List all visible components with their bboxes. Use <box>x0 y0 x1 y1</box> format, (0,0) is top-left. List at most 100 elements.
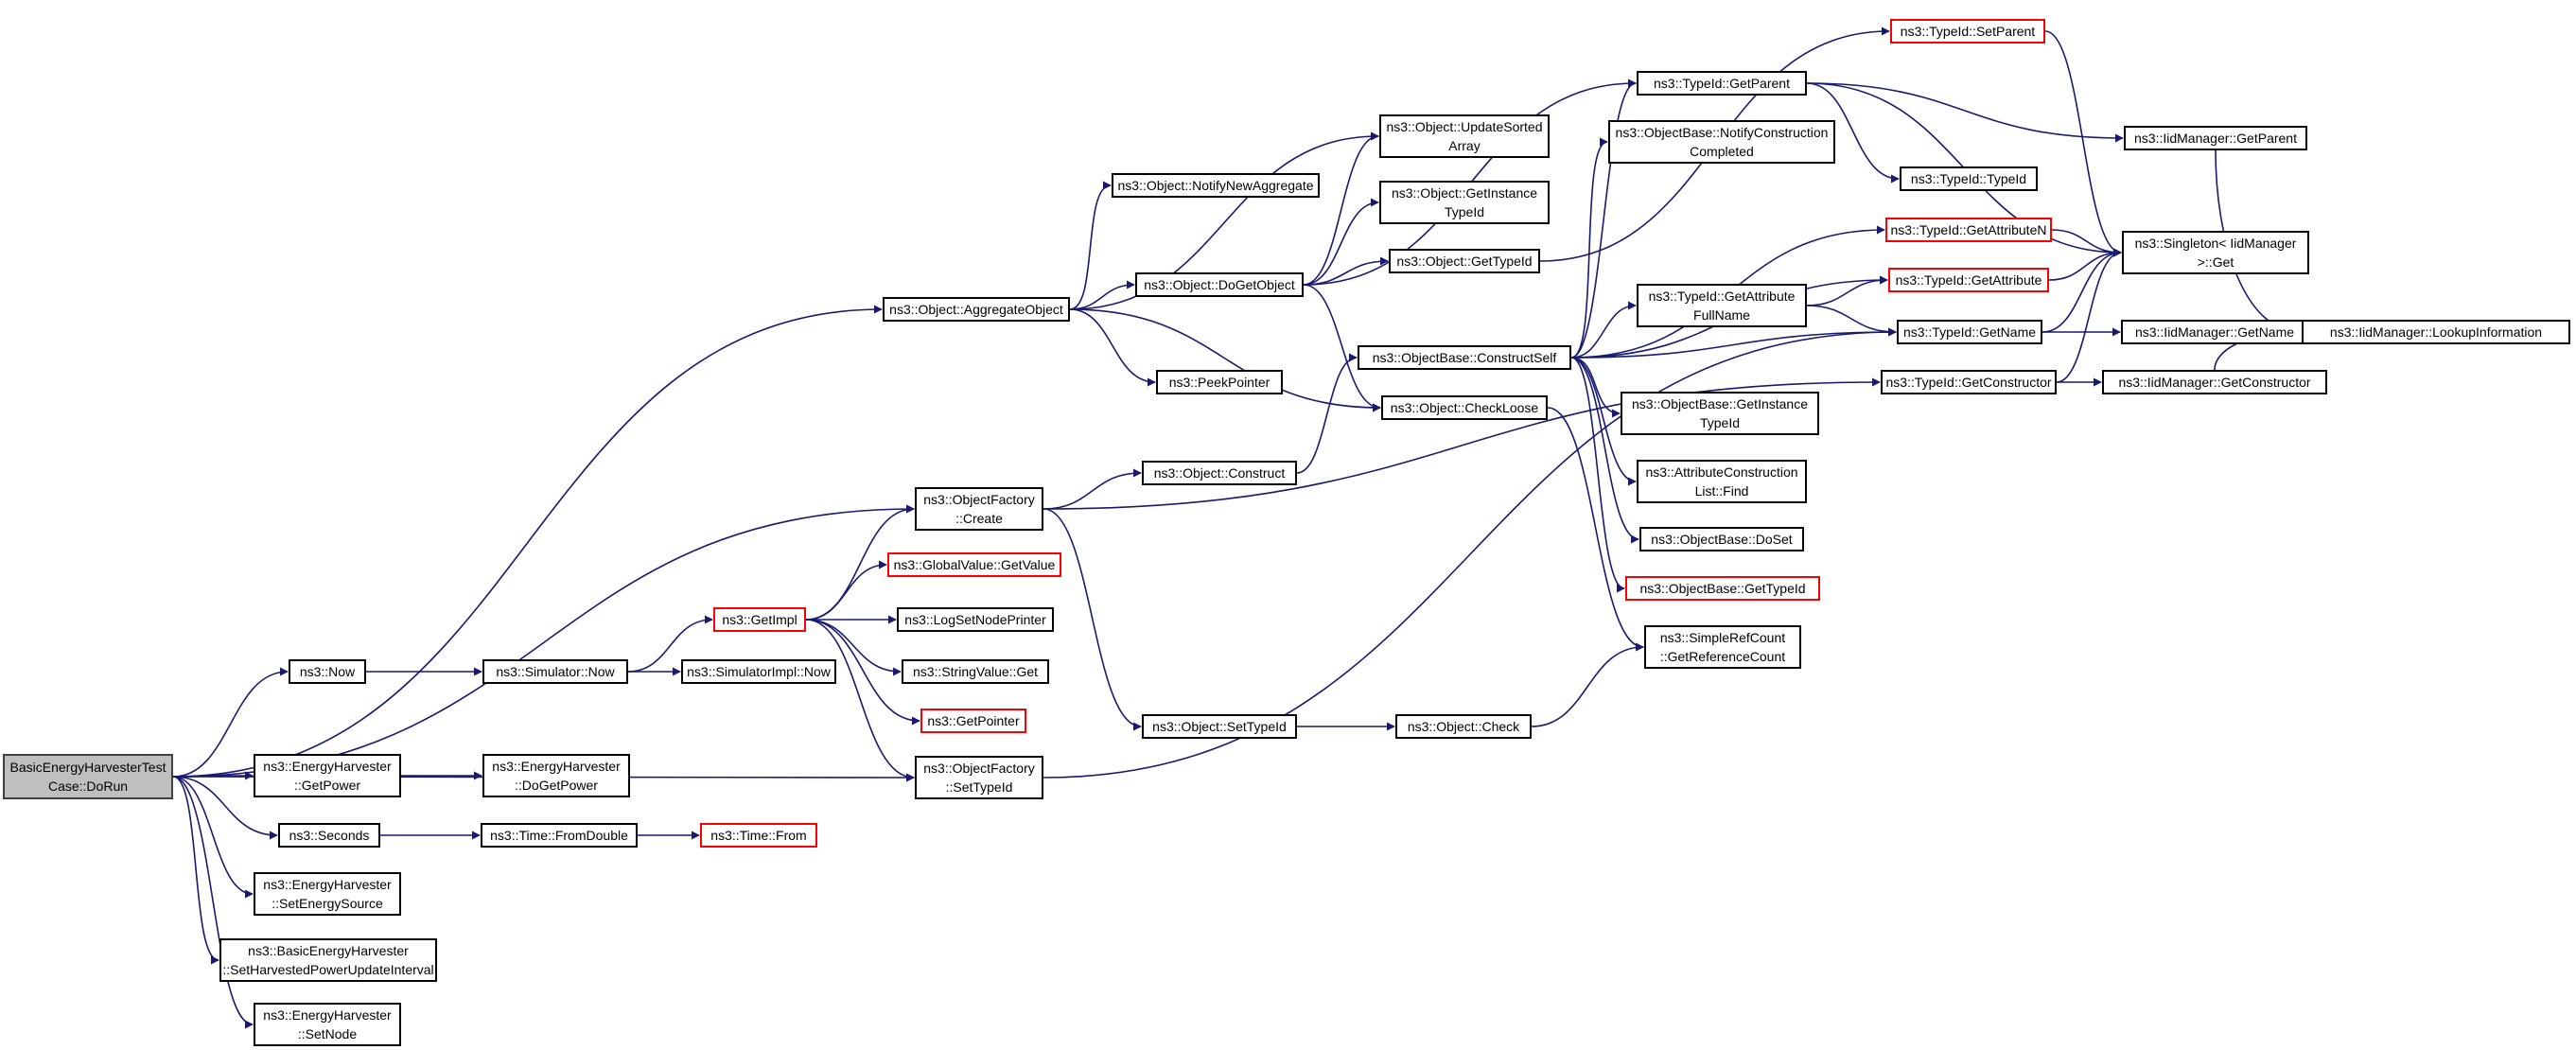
node-label-line: ns3::IidManager::GetConstructor <box>2118 375 2311 390</box>
node-label-line: ns3::IidManager::GetName <box>2134 324 2295 340</box>
call-edge-constructself-to-tid_getparent <box>1570 79 1637 359</box>
node-singleton-get[interactable]: ns3::Singleton< IidManager>::Get <box>2122 231 2309 274</box>
node-label-line: ns3::LogSetNodePrinter <box>904 612 1046 627</box>
node-ob-doset[interactable]: ns3::ObjectBase::DoSet <box>1639 527 1804 551</box>
node-eh-setsource[interactable]: ns3::EnergyHarvester::SetEnergySource <box>254 872 401 916</box>
node-tid-getname[interactable]: ns3::TypeId::GetName <box>1897 320 2042 344</box>
node-label-line: ::DoGetPower <box>515 778 598 793</box>
node-fromdouble[interactable]: ns3::Time::FromDouble <box>481 823 638 848</box>
node-of-settypeid[interactable]: ns3::ObjectFactory::SetTypeId <box>915 756 1043 799</box>
node-label-line: ns3::ObjectFactory <box>923 761 1035 776</box>
node-beh-setinterval[interactable]: ns3::BasicEnergyHarvester::SetHarvestedP… <box>219 938 437 982</box>
node-tid-getparent[interactable]: ns3::TypeId::GetParent <box>1637 71 1807 96</box>
node-eh-setnode[interactable]: ns3::EnergyHarvester::SetNode <box>254 1003 401 1046</box>
node-eh-getpower[interactable]: ns3::EnergyHarvester::GetPower <box>254 754 401 797</box>
node-tid-getattributen[interactable]: ns3::TypeId::GetAttributeN <box>1885 218 2052 242</box>
node-peekpointer[interactable]: ns3::PeekPointer <box>1156 370 1283 394</box>
node-label-line: ns3::Object::DoGetObject <box>1144 277 1295 292</box>
node-iid-getparent[interactable]: ns3::IidManager::GetParent <box>2124 126 2307 150</box>
node-lognodeprinter[interactable]: ns3::LogSetNodePrinter <box>897 607 1054 632</box>
node-label-line: ns3::Object::Check <box>1407 719 1520 734</box>
node-label-line: ns3::ObjectBase::ConstructSelf <box>1372 350 1557 365</box>
node-simimpl-now[interactable]: ns3::SimulatorImpl::Now <box>681 659 836 684</box>
node-label-line: ns3::PeekPointer <box>1168 375 1270 390</box>
node-label-line: >::Get <box>2197 254 2234 270</box>
node-label-line: ns3::Simulator::Now <box>496 664 615 679</box>
node-notifynewagg[interactable]: ns3::Object::NotifyNewAggregate <box>1112 173 1320 198</box>
call-edge-dogetobject-to-getinstancetypeid <box>1303 198 1379 286</box>
node-label-line: ns3::GetImpl <box>722 612 797 627</box>
call-edge-constructself-to-acl_find <box>1570 357 1637 486</box>
node-of-create[interactable]: ns3::ObjectFactory::Create <box>915 487 1043 531</box>
node-label-line: ::SetHarvestedPowerUpdateInterval <box>222 962 434 977</box>
node-label-line: BasicEnergyHarvesterTest <box>9 760 166 775</box>
node-checkloose[interactable]: ns3::Object::CheckLoose <box>1381 395 1548 420</box>
node-label-line: List::Find <box>1694 483 1749 499</box>
node-label-line: ns3::Object::GetTypeId <box>1396 254 1533 269</box>
node-tid-getconstructor[interactable]: ns3::TypeId::GetConstructor <box>1881 370 2057 394</box>
node-seconds[interactable]: ns3::Seconds <box>278 823 380 848</box>
node-now[interactable]: ns3::Now <box>289 659 366 684</box>
call-edge-root-to-seconds <box>172 776 278 840</box>
node-stringvalue-get[interactable]: ns3::StringValue::Get <box>902 659 1049 684</box>
node-label-line: ::Create <box>955 511 1003 526</box>
node-time-from[interactable]: ns3::Time::From <box>700 823 817 848</box>
node-obj-gettypeid[interactable]: ns3::Object::GetTypeId <box>1389 249 1540 273</box>
node-gv-getvalue[interactable]: ns3::GlobalValue::GetValue <box>887 552 1061 577</box>
call-edge-constructself-to-ob_doset <box>1570 357 1639 544</box>
node-tid-typeid[interactable]: ns3::TypeId::TypeId <box>1900 166 2038 191</box>
node-label-line: ns3::TypeId::GetName <box>1902 324 2037 340</box>
call-edge-tid_getattributen-to-singleton_get <box>2051 229 2122 257</box>
node-obj-construct[interactable]: ns3::Object::Construct <box>1142 461 1297 485</box>
node-label-line: ns3::GetPointer <box>927 713 1020 728</box>
call-edge-tid_setparent-to-singleton_get <box>2044 30 2122 257</box>
call-edge-obj_check-to-getrefcount <box>1531 642 1644 727</box>
node-iid-getconstructor[interactable]: ns3::IidManager::GetConstructor <box>2102 370 2327 394</box>
node-tid-getattribute[interactable]: ns3::TypeId::GetAttribute <box>1888 268 2049 292</box>
node-eh-dogetpower[interactable]: ns3::EnergyHarvester::DoGetPower <box>482 754 630 797</box>
node-dogetobject[interactable]: ns3::Object::DoGetObject <box>1135 272 1304 297</box>
node-aggregate[interactable]: ns3::Object::AggregateObject <box>883 297 1070 322</box>
call-edge-tid_getname-to-singleton_get <box>2042 248 2122 333</box>
node-label-line: FullName <box>1693 307 1750 323</box>
node-iid-lookup[interactable]: ns3::IidManager::LookupInformation <box>2302 320 2570 344</box>
node-iid-getname[interactable]: ns3::IidManager::GetName <box>2121 320 2308 344</box>
node-obj-settypeid[interactable]: ns3::Object::SetTypeId <box>1142 714 1297 739</box>
node-label-line: ::GetPower <box>293 778 361 793</box>
call-edge-constructself-to-tid_getname <box>1570 327 1897 359</box>
node-label-line: ns3::ObjectBase::GetTypeId <box>1639 581 1806 596</box>
node-label-line: ns3::ObjectBase::GetInstance <box>1632 396 1808 411</box>
call-edge-root-to-beh_setinterval <box>172 776 219 965</box>
call-edge-root-to-eh_getpower <box>172 771 254 780</box>
node-label-line: ns3::Singleton< IidManager <box>2134 236 2297 251</box>
call-edge-dogetobject-to-checkloose <box>1303 284 1381 412</box>
node-sim-now[interactable]: ns3::Simulator::Now <box>482 659 628 684</box>
node-ob-gettypeid[interactable]: ns3::ObjectBase::GetTypeId <box>1625 576 1820 601</box>
call-edge-constructself-to-ob_gettypeid <box>1570 357 1625 593</box>
node-label-line: TypeId <box>1444 204 1485 219</box>
call-edge-aggregate-to-updatesorted <box>1069 131 1379 310</box>
node-label-line: ns3::ObjectBase::NotifyConstruction <box>1615 125 1829 140</box>
call-edge-getattributefullname-to-tid_getname <box>1806 305 1897 337</box>
node-label-line: ns3::IidManager::LookupInformation <box>2329 324 2543 340</box>
node-label-line: ns3::Object::UpdateSorted <box>1386 119 1543 134</box>
node-getrefcount[interactable]: ns3::SimpleRefCount::GetReferenceCount <box>1644 625 1801 669</box>
node-constructself[interactable]: ns3::ObjectBase::ConstructSelf <box>1358 345 1571 370</box>
node-tid-setparent[interactable]: ns3::TypeId::SetParent <box>1890 19 2045 44</box>
node-getimpl[interactable]: ns3::GetImpl <box>713 607 806 632</box>
call-edge-root-to-eh_setnode <box>172 776 254 1029</box>
call-edge-checkloose-to-getrefcount <box>1547 407 1644 652</box>
node-obj-check[interactable]: ns3::Object::Check <box>1395 714 1532 739</box>
node-label-line: ns3::TypeId::GetParent <box>1654 76 1790 91</box>
node-getpointer[interactable]: ns3::GetPointer <box>920 709 1026 733</box>
call-edge-of_create-to-tid_getconstructor <box>1043 377 1881 510</box>
node-label-line: ns3::Now <box>299 664 356 679</box>
